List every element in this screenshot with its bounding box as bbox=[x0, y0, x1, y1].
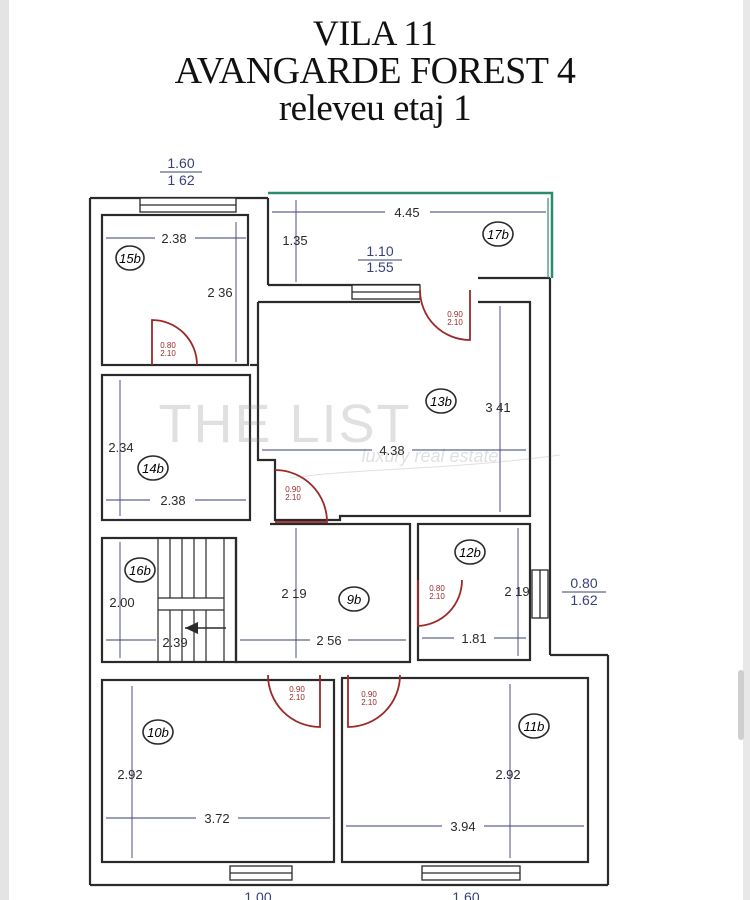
door-13b bbox=[419, 289, 471, 341]
door-11b bbox=[347, 674, 401, 728]
room-tag-15b[interactable]: 15b bbox=[115, 245, 145, 271]
door-label-12-top: 0.80 bbox=[429, 584, 445, 593]
dim-12b-height: 2 19 bbox=[504, 584, 529, 599]
window-center-width: 1.10 bbox=[366, 243, 393, 259]
door-label-11-top: 0.90 bbox=[361, 690, 377, 699]
title-line-1: VILA 11 bbox=[312, 13, 438, 53]
dim-16b-height: 2.00 bbox=[109, 595, 134, 610]
room-15b-walls bbox=[100, 213, 250, 367]
page-edge-left bbox=[0, 0, 9, 900]
dim-14b-width: 2.38 bbox=[160, 493, 185, 508]
svg-text:14b: 14b bbox=[142, 461, 164, 476]
svg-text:9b: 9b bbox=[347, 592, 361, 607]
dim-12b-width: 1.81 bbox=[461, 631, 486, 646]
dimension-lines bbox=[106, 171, 606, 858]
dim-10b-height: 2.92 bbox=[117, 767, 142, 782]
door-label-15-top: 0.80 bbox=[160, 341, 176, 350]
dim-11b-height: 2.92 bbox=[495, 767, 520, 782]
window-right-height: 1.62 bbox=[570, 592, 597, 608]
window-top-left-height: 1 62 bbox=[167, 172, 194, 188]
dim-16b-width: 2.39 bbox=[162, 635, 187, 650]
door-12b bbox=[417, 579, 463, 627]
svg-text:15b: 15b bbox=[119, 251, 141, 266]
room-tag-14b[interactable]: 14b bbox=[137, 455, 169, 481]
staircase bbox=[157, 537, 226, 663]
room-14b-walls bbox=[100, 373, 252, 522]
window-top-left-width: 1.60 bbox=[167, 155, 194, 171]
watermark-swash bbox=[289, 454, 561, 479]
window-center-height: 1.55 bbox=[366, 259, 393, 275]
room-tag-10b[interactable]: 10b bbox=[142, 719, 174, 745]
dimension-labels: 2.38 2 36 4.45 1.35 4.38 3 41 2.38 2.34 … bbox=[108, 205, 529, 834]
door-label-14-top: 0.90 bbox=[285, 485, 301, 494]
door-labels: 0.80 2.10 0.90 2.10 0.90 2.10 0.80 2.10 … bbox=[160, 310, 463, 707]
door-10b bbox=[267, 674, 321, 728]
walls bbox=[88, 196, 610, 887]
door-label-13-top: 0.90 bbox=[447, 310, 463, 319]
page-edge-right bbox=[743, 0, 750, 900]
watermark-tagline: luxury real estate bbox=[361, 446, 498, 466]
dim-11b-width: 3.94 bbox=[450, 819, 475, 834]
dim-17b-height: 1.35 bbox=[282, 233, 307, 248]
room-tag-12b[interactable]: 12b bbox=[454, 539, 486, 565]
dim-13b-height: 3 41 bbox=[485, 400, 510, 415]
terrace-17b bbox=[268, 191, 554, 278]
room-13b-walls bbox=[256, 300, 532, 522]
window-right-width: 0.80 bbox=[570, 575, 597, 591]
dim-17b-width: 4.45 bbox=[394, 205, 419, 220]
title-line-3: releveu etaj 1 bbox=[278, 88, 472, 129]
svg-text:10b: 10b bbox=[147, 725, 169, 740]
door-label-14-bottom: 2.10 bbox=[285, 493, 301, 502]
room-10b-walls bbox=[100, 678, 336, 864]
door-label-10-bottom: 2.10 bbox=[289, 693, 305, 702]
svg-text:12b: 12b bbox=[459, 545, 481, 560]
svg-text:16b: 16b bbox=[129, 563, 151, 578]
window-sizes: 1.60 1 62 1.10 1.55 0.80 1.62 1.00 1.60 bbox=[167, 155, 597, 900]
dim-10b-width: 3.72 bbox=[204, 811, 229, 826]
plan-title: VILA 11 AVANGARDE FOREST 4 releveu etaj … bbox=[0, 14, 750, 128]
title-line-2: AVANGARDE FOREST 4 bbox=[174, 50, 576, 92]
room-9b-walls bbox=[234, 522, 412, 664]
scroll-handle[interactable] bbox=[738, 670, 744, 740]
dim-15b-width: 2.38 bbox=[161, 231, 186, 246]
watermark: THE LIST luxury real estate bbox=[158, 394, 561, 479]
svg-text:17b: 17b bbox=[487, 227, 509, 242]
window-bottom-left-width: 1.00 bbox=[244, 889, 271, 900]
room-tag-13b[interactable]: 13b bbox=[425, 388, 457, 414]
svg-text:11b: 11b bbox=[524, 719, 545, 734]
svg-text:13b: 13b bbox=[430, 394, 452, 409]
room-tag-11b[interactable]: 11b bbox=[518, 713, 550, 739]
dim-13b-width: 4.38 bbox=[379, 443, 404, 458]
doors bbox=[151, 289, 471, 728]
room-tag-16b[interactable]: 16b bbox=[124, 557, 156, 583]
dim-15b-height: 2 36 bbox=[207, 285, 232, 300]
room-11b-walls bbox=[340, 676, 590, 864]
room-tags: 15b 17b 13b 14b 16b 9b 12b 10b bbox=[115, 221, 550, 745]
door-14b bbox=[274, 469, 328, 523]
room-tag-17b[interactable]: 17b bbox=[482, 221, 514, 247]
door-label-11-bottom: 2.10 bbox=[361, 698, 377, 707]
stair-direction-arrow bbox=[185, 622, 198, 634]
dim-9b-height: 2 19 bbox=[281, 586, 306, 601]
window-bottom-right-width: 1.60 bbox=[452, 889, 479, 900]
door-label-12-bottom: 2.10 bbox=[429, 592, 445, 601]
room-tag-9b[interactable]: 9b bbox=[338, 586, 370, 612]
dim-9b-width: 2 56 bbox=[316, 633, 341, 648]
door-label-15-bottom: 2.10 bbox=[160, 349, 176, 358]
door-15b bbox=[151, 319, 198, 366]
door-label-13-bottom: 2.10 bbox=[447, 318, 463, 327]
dim-14b-height: 2.34 bbox=[108, 440, 133, 455]
watermark-brand: THE LIST bbox=[158, 394, 411, 454]
door-label-10-top: 0.90 bbox=[289, 685, 305, 694]
